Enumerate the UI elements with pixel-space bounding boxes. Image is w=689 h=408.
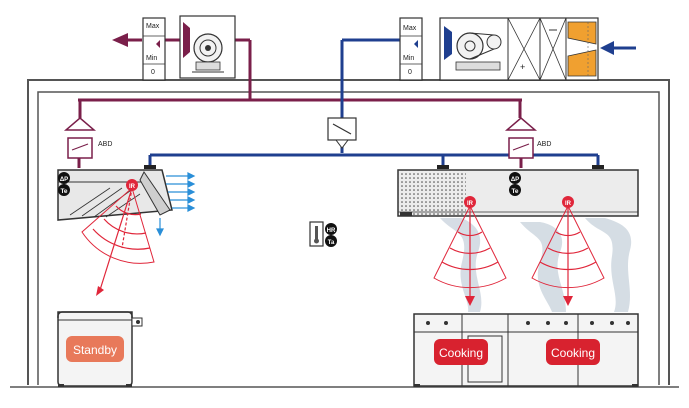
- right-status-label-2: Cooking: [551, 346, 595, 360]
- abd-label-left: ABD: [98, 141, 112, 148]
- right-hood-ir-sensor-1: IR: [464, 196, 476, 208]
- left-ir-arrow-head: [96, 286, 104, 296]
- right-ir-arrow-head-2: [563, 296, 573, 306]
- exhaust-damper-zero: 0: [151, 69, 155, 76]
- right-status-label-1: Cooking: [439, 346, 483, 360]
- supply-damper-max: Max: [403, 25, 417, 32]
- exhaust-fan-icon: [179, 15, 236, 79]
- room-hr-sensor: HR: [325, 223, 337, 235]
- svg-text:HR: HR: [327, 228, 336, 234]
- right-hood-ir-beam-1: [433, 204, 507, 298]
- supply-damper-box: Max Min 0: [399, 17, 423, 81]
- right-ir-arrow-head-1: [465, 296, 475, 306]
- left-hood: [57, 169, 173, 221]
- exhaust-damper-min: Min: [146, 55, 157, 62]
- svg-text:Te: Te: [60, 188, 67, 195]
- steam-plumes: [440, 218, 632, 312]
- left-hood-dp-sensor: ΔP: [58, 172, 70, 184]
- supply-inlet-arrow: [600, 41, 636, 55]
- svg-text:+: +: [520, 62, 525, 72]
- exhaust-damper-box: Max Min 0: [142, 17, 166, 81]
- svg-text:IR: IR: [565, 201, 572, 207]
- abd-damper-right: ABD: [504, 117, 551, 159]
- svg-text:ΔP: ΔP: [511, 177, 519, 183]
- abd-label-right: ABD: [537, 141, 551, 148]
- left-status-label: Standby: [73, 343, 117, 357]
- svg-text:Ta: Ta: [328, 240, 335, 246]
- svg-text:IR: IR: [129, 184, 136, 190]
- left-hood-air-jets: [156, 172, 196, 237]
- right-hood: [397, 169, 639, 217]
- air-handling-unit-icon: +: [439, 17, 599, 81]
- room-sensor: HR Ta: [309, 221, 337, 247]
- right-appliance-row: Cooking Cooking: [413, 313, 639, 387]
- building-outline: [10, 79, 679, 388]
- left-hood-te-sensor: Te: [58, 184, 70, 196]
- svg-text:Te: Te: [511, 188, 518, 195]
- left-appliance: Standby: [57, 311, 143, 387]
- supply-duct-caps: [144, 165, 604, 169]
- svg-text:ΔP: ΔP: [60, 177, 68, 183]
- exhaust-outlet-arrow: [112, 33, 142, 47]
- right-hood-ir-beam-2: [531, 204, 605, 298]
- left-hood-ir-sensor: IR: [126, 179, 138, 191]
- svg-text:IR: IR: [467, 201, 474, 207]
- room-ta-sensor: Ta: [325, 235, 337, 247]
- right-hood-te-sensor: Te: [509, 184, 521, 196]
- right-hood-dp-sensor: ΔP: [509, 172, 521, 184]
- supply-damper-zero: 0: [408, 69, 412, 76]
- left-hood-ir-beam: [81, 187, 155, 291]
- supply-damper-min: Min: [403, 55, 414, 62]
- abd-damper-left: ABD: [63, 117, 112, 159]
- exhaust-damper-max: Max: [146, 23, 160, 30]
- right-hood-ir-sensor-2: IR: [562, 196, 574, 208]
- supply-damper-ceiling: [327, 117, 357, 149]
